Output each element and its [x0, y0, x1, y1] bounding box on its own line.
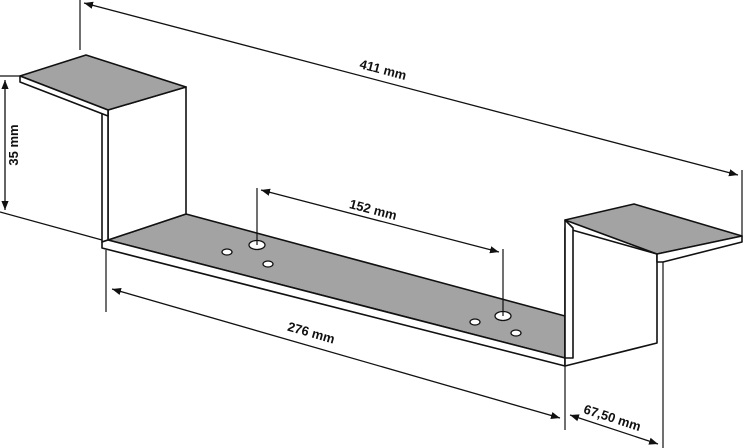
dim-line-overall-length — [83, 1, 739, 177]
dim-line-hole-spacing — [260, 188, 500, 254]
hole-small-right-a — [469, 318, 481, 326]
hole-small-left-a — [221, 248, 233, 256]
label-height: 35 mm — [6, 124, 21, 165]
base-plate — [107, 213, 566, 359]
dim-line-inner-length — [111, 288, 561, 419]
label-inner-length: 276 mm — [286, 319, 337, 347]
dimension-lines — [1, 1, 739, 445]
left-wall — [107, 86, 187, 241]
label-overall-length: 411 mm — [358, 56, 408, 83]
hole-small-left-b — [262, 260, 274, 268]
right-wall-inner — [564, 219, 574, 359]
hole-small-right-b — [510, 329, 522, 337]
right-flange-edge — [656, 235, 743, 263]
left-wall-edge — [101, 109, 109, 243]
dim-line-flange-depth — [569, 414, 659, 445]
